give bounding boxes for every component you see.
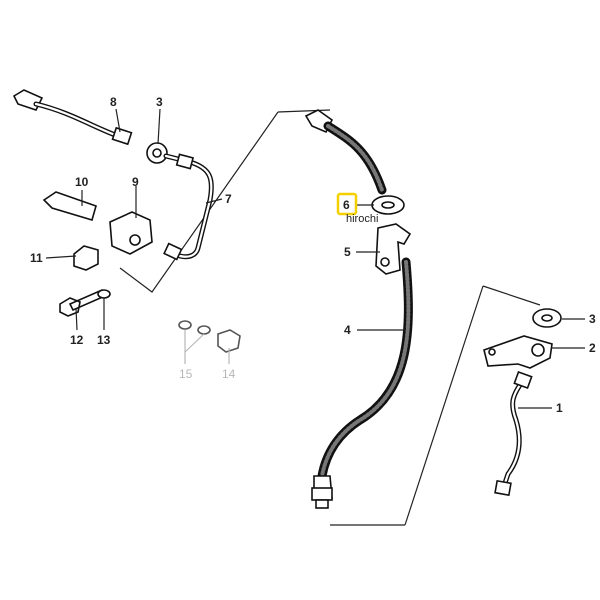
part-4-lower-nut <box>311 487 333 501</box>
right-group-outline-top <box>482 285 541 306</box>
callout-6: 6 <box>343 198 350 212</box>
part-9-distributor-bore <box>129 234 141 246</box>
part-15-washer-b <box>197 325 211 335</box>
callout-10: 10 <box>75 175 89 189</box>
part-1-lower-nut <box>494 479 512 497</box>
upper-hose-texture <box>326 124 384 192</box>
left-pipe-mid-inner <box>164 154 213 258</box>
leader-8 <box>115 108 121 133</box>
faded-small-parts <box>178 320 241 353</box>
left-pipe-nut-lower <box>163 242 183 261</box>
leader-15b <box>184 333 205 353</box>
callout-7: 7 <box>225 192 232 206</box>
part-10-pressure-switch <box>42 191 97 221</box>
callout-12: 12 <box>70 333 84 347</box>
part-11-banjo-bolt <box>73 245 99 271</box>
leader-11 <box>45 255 77 259</box>
callout-4: 4 <box>344 323 351 337</box>
center-group-outline-top <box>277 109 331 113</box>
left-pipe-nut <box>175 153 195 170</box>
part-3-grommet-right-hole <box>541 314 553 322</box>
part-9-distributor <box>109 211 153 255</box>
left-group-outline <box>119 111 279 293</box>
watermark-text: hirochi <box>346 213 378 225</box>
callout-15: 15 <box>179 367 193 381</box>
part-8-sleeve <box>111 126 133 146</box>
right-group-outline-left <box>404 285 484 526</box>
callout-14: 14 <box>222 367 236 381</box>
part-1-upper-nut <box>513 370 533 390</box>
callout-13: 13 <box>97 333 111 347</box>
callout-9: 9 <box>132 175 139 189</box>
part-6-grommet-hole <box>381 201 395 209</box>
left-pipe-mid <box>163 153 214 260</box>
part-13-washer <box>97 289 111 299</box>
callout-1: 1 <box>556 401 563 415</box>
leader-3a <box>157 108 161 145</box>
callout-3-right: 3 <box>589 312 596 326</box>
highlight-box-6 <box>336 192 358 216</box>
part-14-bolt <box>217 329 241 353</box>
callout-2: 2 <box>589 341 596 355</box>
part-15-washer-a <box>178 320 192 330</box>
upper-hose <box>323 121 387 195</box>
right-brake-pipe-assembly <box>483 308 562 497</box>
callout-5: 5 <box>344 245 351 259</box>
leader-7 <box>205 198 223 204</box>
center-brake-hose-assembly <box>304 109 413 509</box>
part-1-pipe-inner <box>502 380 524 488</box>
leader-12 <box>75 307 78 331</box>
part-3-grommet-left-hole <box>152 148 162 158</box>
callout-3-left: 3 <box>156 95 163 109</box>
callout-8: 8 <box>110 95 117 109</box>
part-2-bracket-hole-left <box>488 348 496 356</box>
part-4-brake-hose-texture <box>320 260 411 478</box>
part-4-lower-tip <box>315 499 329 509</box>
left-brake-pipe-assembly <box>12 89 214 317</box>
left-hose-segment-inner <box>34 102 120 138</box>
part-5-bracket-hole <box>380 257 390 267</box>
part-2-bracket-hole <box>531 343 545 357</box>
callout-11: 11 <box>30 251 43 265</box>
